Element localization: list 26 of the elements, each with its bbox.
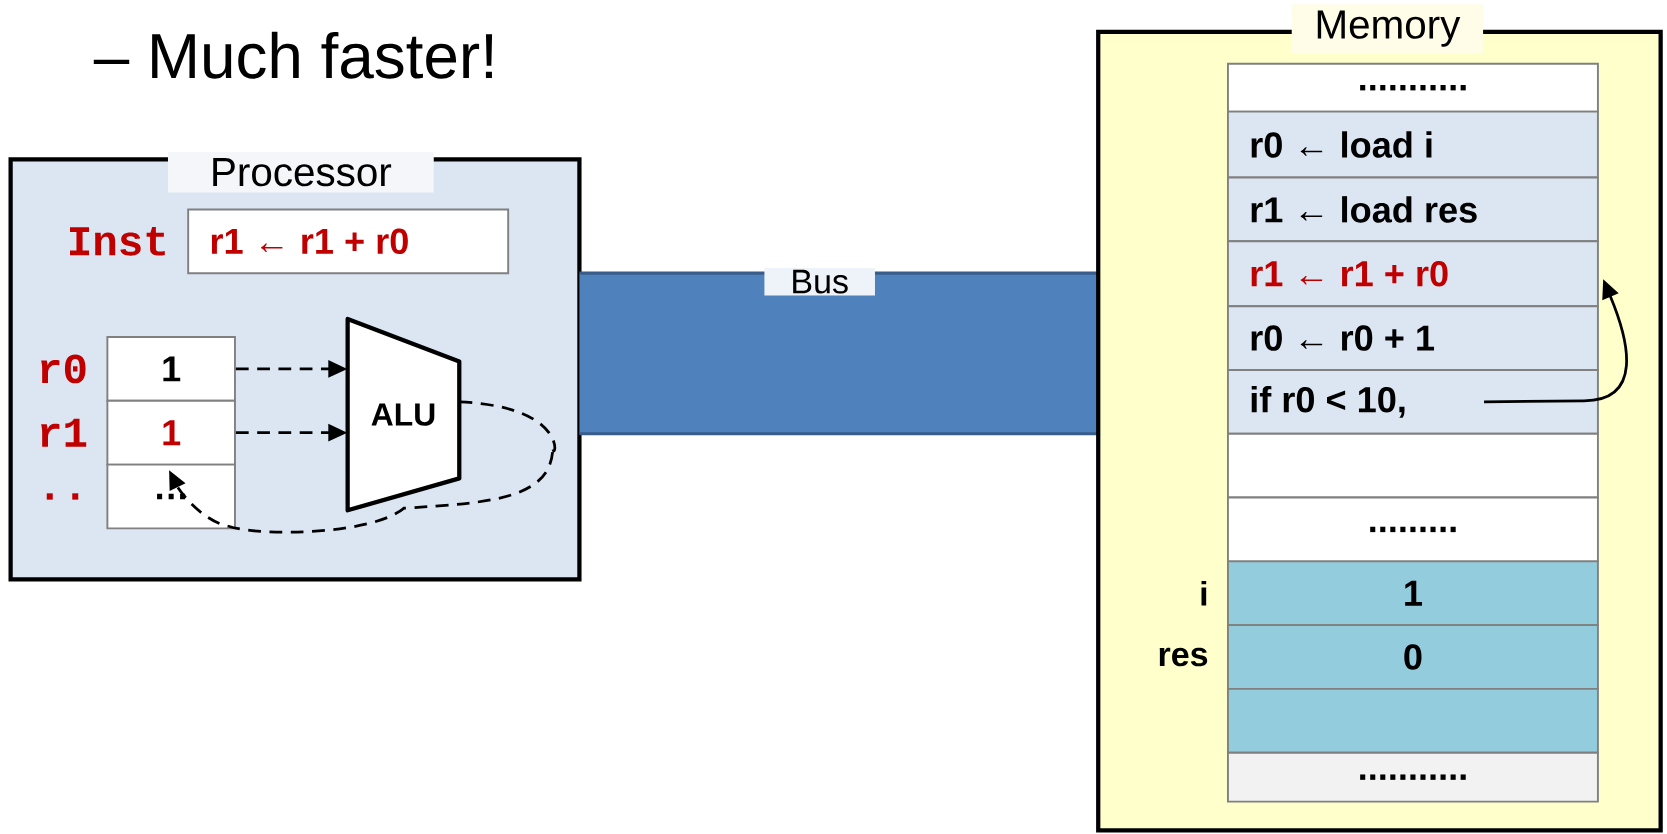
variable-name: res	[1159, 647, 1208, 667]
register-cell: 1	[106, 336, 236, 402]
box-heading: Bus	[764, 268, 875, 296]
box-heading: Memory	[1291, 4, 1484, 54]
memory-cell: ...........	[1227, 63, 1599, 113]
memory-cell: r1 ← r1 + r0	[1227, 240, 1599, 308]
memory-cell: r1 ← load res	[1227, 176, 1599, 243]
register-name: r1	[41, 418, 87, 447]
memory-cell: 1	[1227, 560, 1599, 627]
register-cell: 1	[106, 400, 236, 466]
register-name: Inst	[70, 227, 165, 256]
memory-cell: .........	[1227, 496, 1599, 563]
register-name: ..	[46, 493, 79, 500]
memory-cell: if r0 < 10,	[1227, 369, 1599, 435]
variable-name: i	[1201, 581, 1207, 606]
register-name: r0	[41, 354, 86, 384]
memory-cell: r0 ← r0 + 1	[1227, 305, 1599, 372]
arrow	[169, 400, 557, 534]
instruction-register: r1 ← r1 + r0	[187, 208, 510, 275]
memory-cell: r0 ← load i	[1227, 110, 1599, 179]
memory-cell: ...........	[1227, 752, 1599, 803]
slide-bullet: – Much faster!	[93, 32, 493, 79]
memory-cell	[1227, 688, 1599, 754]
memory-cell: 0	[1227, 624, 1599, 691]
box-heading: Processor	[168, 152, 434, 193]
memory-cell	[1227, 433, 1599, 499]
